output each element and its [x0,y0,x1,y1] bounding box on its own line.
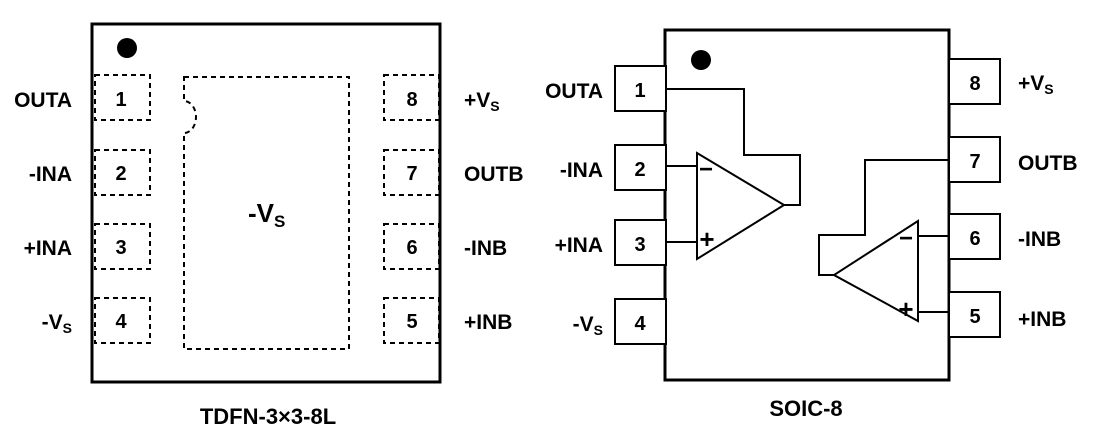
tdfn-center-label: -VS [248,198,285,231]
soic-body [663,28,951,382]
soic-pin-num-8: 8 [969,73,980,95]
tdfn-pin-num-4: 4 [115,311,127,333]
tdfn-pad-4 [94,297,151,344]
soic-pin-name-5: +INB [1018,308,1066,331]
tdfn-pin1-dot [117,38,137,58]
soic-pin-8 [948,58,1001,105]
opamp-a-plus-sign: + [699,224,714,254]
tdfn-pin-name-7: OUTB [464,163,524,186]
tdfn-pad-5 [383,297,440,344]
tdfn-pad-3 [94,223,151,270]
soic-pin-name-8: +VS [1018,72,1054,97]
tdfn-pin-num-8: 8 [406,89,417,111]
tdfn-pin-name-6: -INB [464,237,507,260]
tdfn-pin-name-8: +VS [464,89,500,114]
soic-pin-name-7: OUTB [1018,152,1078,175]
tdfn-pin-num-5: 5 [406,311,417,333]
soic-pin-3 [614,219,667,266]
soic-pin-num-6: 6 [969,228,980,250]
tdfn-exposed-pad [183,76,350,350]
soic-pin-6 [948,213,1001,260]
soic-pin-num-2: 2 [634,159,645,181]
opamp-b-minus-sign: − [899,225,913,252]
tdfn-caption: TDFN-3×3-8L [200,404,336,429]
soic-pin-num-4: 4 [634,313,646,335]
tdfn-pin-name-2: -INA [29,163,72,186]
soic-package: − + − + 1 2 3 4 OUTA -INA +INA -VS 8 7 6… [545,28,1078,421]
tdfn-pin-name-4: -VS [42,311,72,336]
soic-pin-name-2: -INA [560,159,603,182]
opamp-a-minus-sign: − [699,156,713,183]
soic-pin-name-4: -VS [573,313,603,338]
soic-pin1-dot [691,50,711,70]
opamp-a [696,151,786,261]
tdfn-package: -VS 1 2 3 4 OUTA -INA +INA -VS 8 7 6 5 +… [14,22,524,429]
tdfn-pin-num-7: 7 [406,163,417,185]
opamp-a-output-wire [666,88,801,206]
soic-pin-4 [614,298,667,345]
opamp-b-plus-sign: + [898,294,913,324]
tdfn-pin-num-6: 6 [406,237,417,259]
soic-pin-2 [614,144,667,191]
opamp-b [832,219,919,323]
tdfn-pin-name-3: +INA [24,237,72,260]
soic-caption: SOIC-8 [769,396,842,421]
tdfn-pad-6 [383,223,440,270]
tdfn-pad-2 [94,149,151,196]
tdfn-body [90,22,442,384]
soic-pin-num-1: 1 [634,80,645,102]
soic-pin-num-7: 7 [969,151,980,173]
soic-pin-name-6: -INB [1018,228,1061,251]
tdfn-pad-1 [94,74,151,121]
soic-pin-name-3: +INA [555,234,603,257]
tdfn-pin-num-2: 2 [115,163,126,185]
tdfn-pad-8 [383,74,440,121]
soic-pin-1 [614,65,667,112]
soic-pin-num-3: 3 [634,234,645,256]
tdfn-pin-name-5: +INB [464,311,512,334]
opamp-b-output-wire [818,159,949,276]
soic-pin-name-1: OUTA [545,80,603,103]
tdfn-pin-num-3: 3 [115,237,126,259]
soic-pin-num-5: 5 [969,306,980,328]
soic-pin-5 [948,291,1001,338]
tdfn-pin-name-1: OUTA [14,89,72,112]
soic-pin-7 [948,136,1001,183]
tdfn-pad-7 [383,149,440,196]
tdfn-pin-num-1: 1 [115,89,126,111]
